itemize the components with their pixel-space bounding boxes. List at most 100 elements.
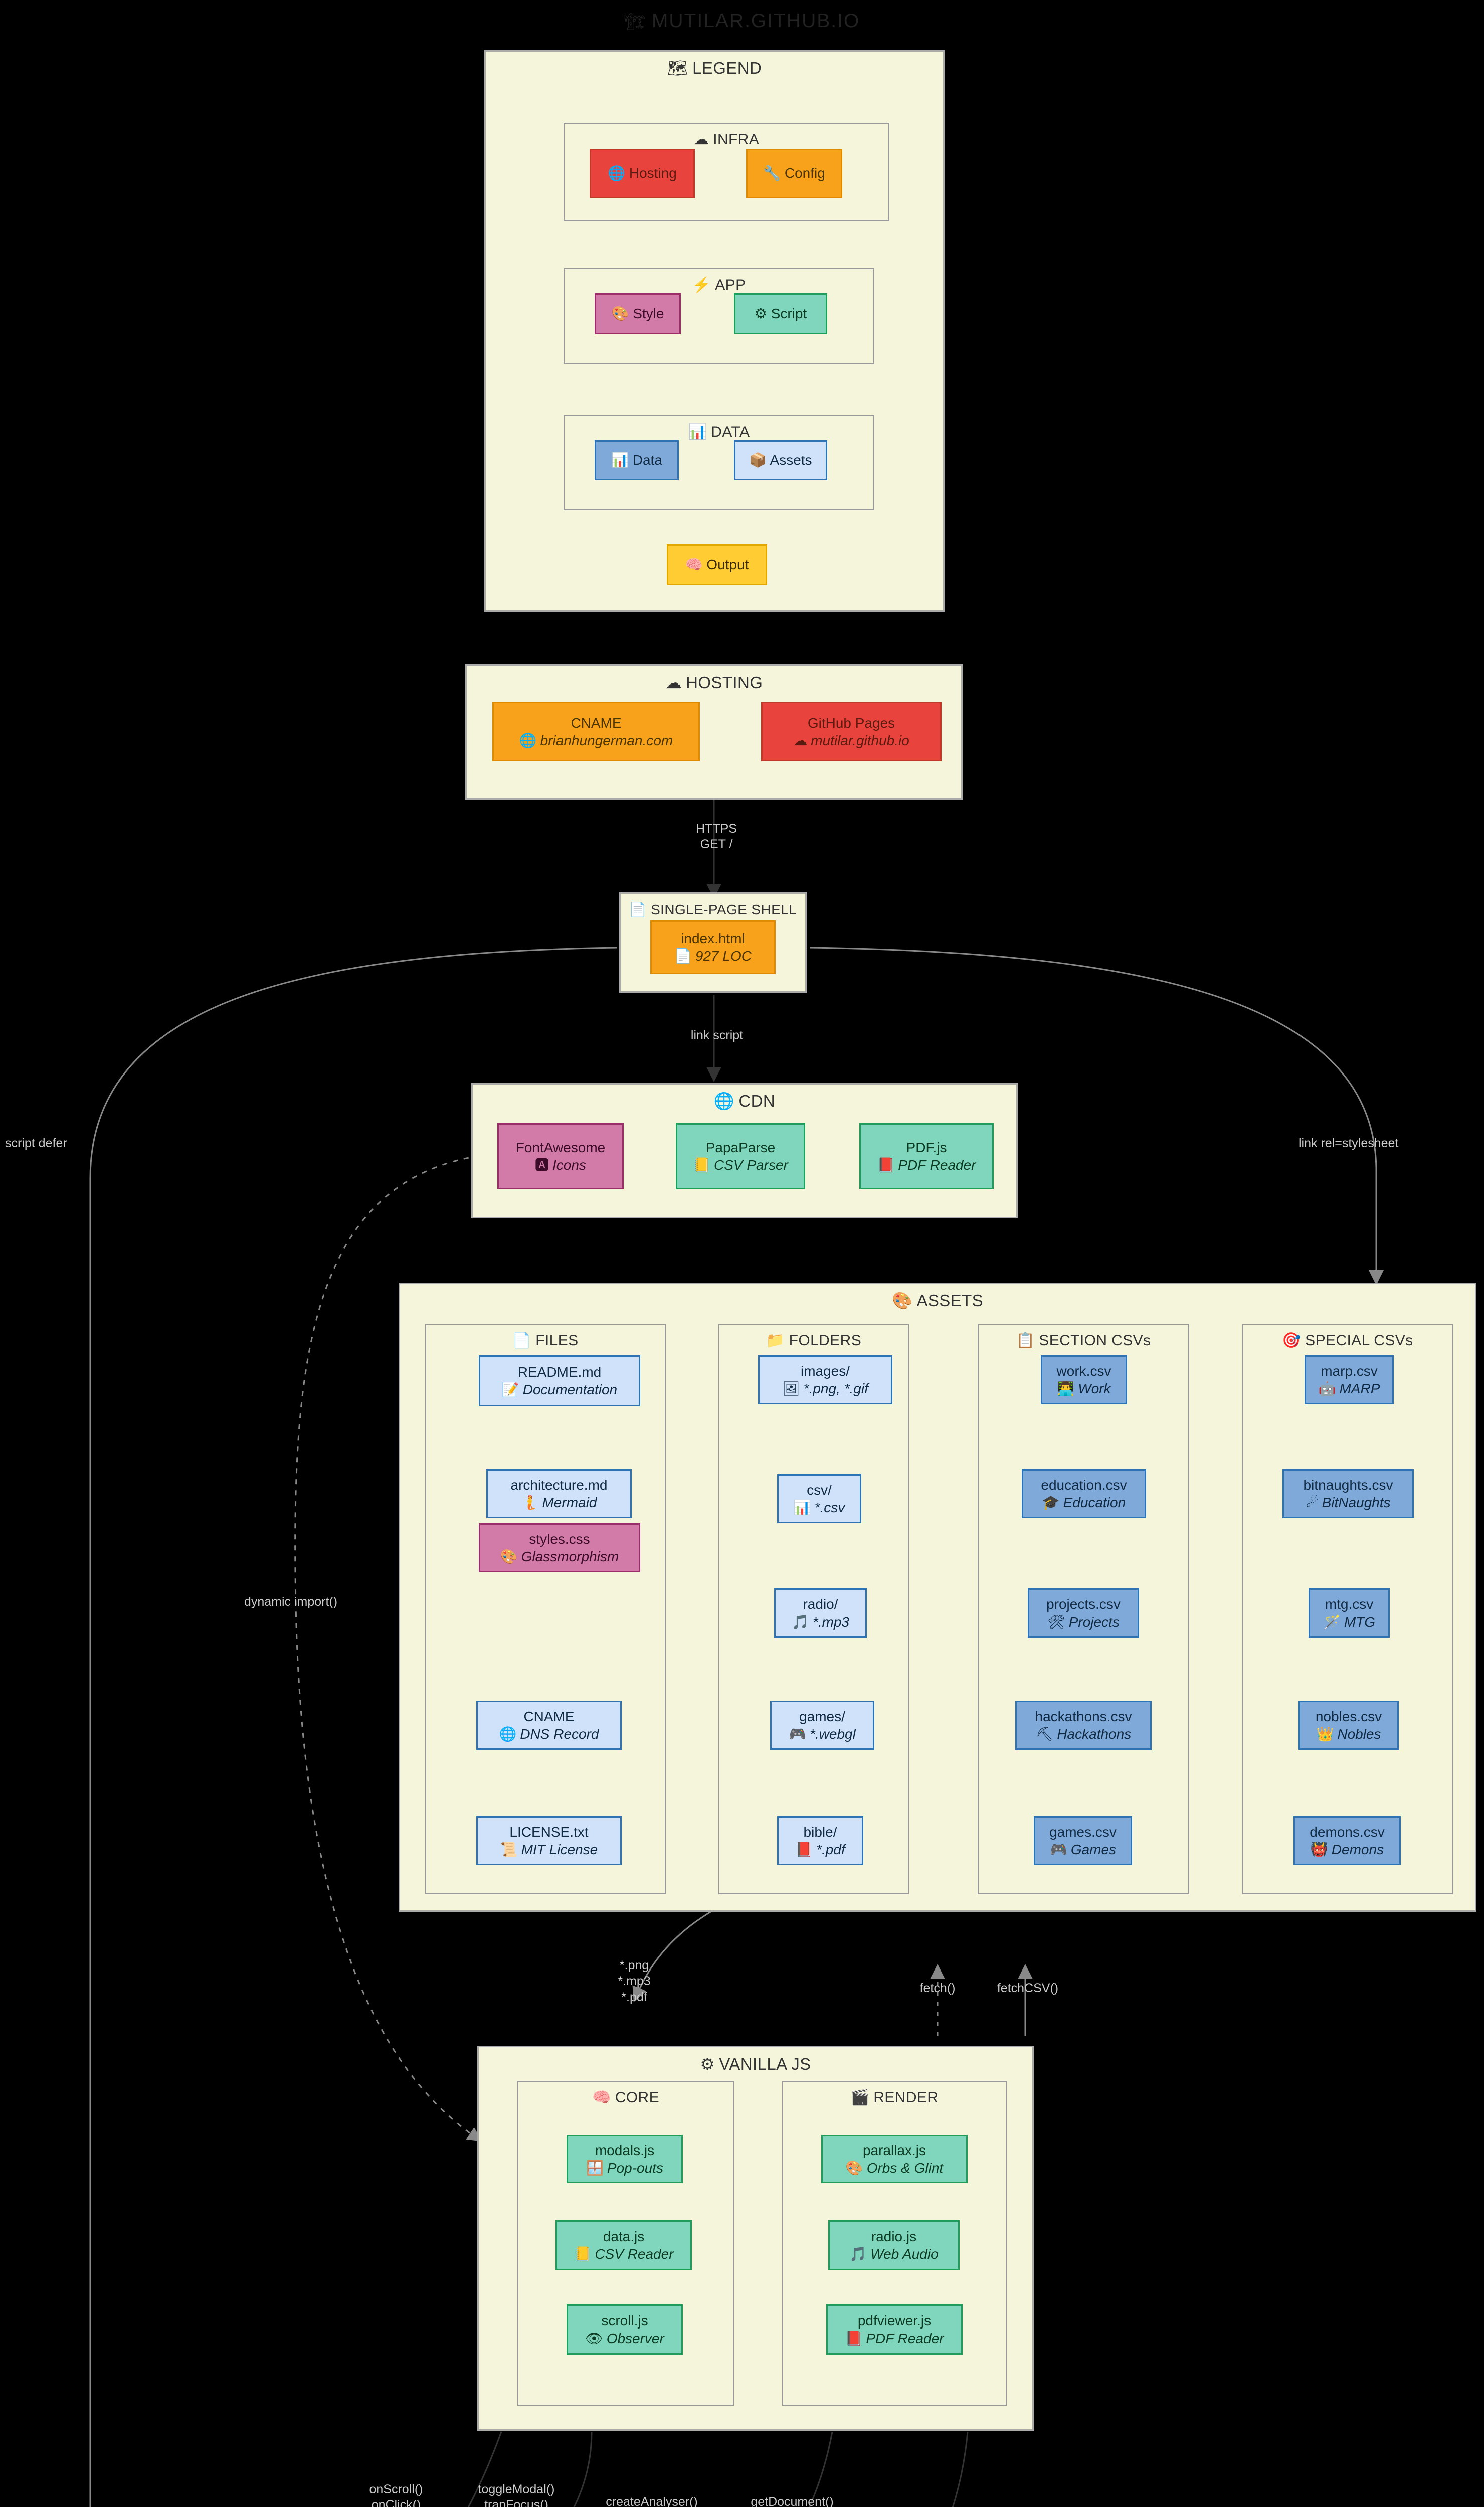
assets-node-demons-csv[interactable]: demons.csv 👹Demons [1293, 1816, 1401, 1865]
package-icon: 📦 [749, 452, 767, 468]
cdn-node-pdfjs[interactable]: PDF.js 📕PDF Reader [859, 1123, 994, 1189]
globe-icon: 🌐 [499, 1726, 517, 1742]
assets-node-license[interactable]: LICENSE.txt 📜MIT License [476, 1816, 622, 1865]
assets-col-folders-title: 📁FOLDERS [766, 1332, 862, 1349]
edge-label-glob-assets: *.png *.mp3 *.pdf [618, 1958, 651, 2004]
assets-node-bible[interactable]: bible/ 📕*.pdf [777, 1816, 863, 1865]
globe-icon: 🌐 [519, 732, 537, 748]
legend-node-script[interactable]: ⚙ Script [734, 293, 827, 334]
gear-icon: ⚙ [754, 306, 767, 322]
hosting-node-cname[interactable]: CNAME 🌐brianhungerman.com [492, 702, 700, 761]
assets-node-nobles-csv[interactable]: nobles.csv 👑Nobles [1298, 1701, 1399, 1750]
edge-label-https-get: HTTPS GET / [696, 822, 737, 852]
vanilla-node-scroll-js[interactable]: scroll.js 👁Observer [567, 2304, 683, 2355]
technologist-icon: 👨‍💻 [1057, 1380, 1075, 1396]
vanilla-js-title: ⚙VANILLA JS [700, 2055, 811, 2073]
book-icon: 📕 [877, 1157, 895, 1173]
mermaid-icon: 🧜 [521, 1494, 539, 1510]
vanilla-node-modals-js[interactable]: modals.js 🪟Pop-outs [567, 2135, 683, 2183]
edge-label-link-script: link script [690, 1028, 744, 1042]
vanilla-col-core-title: 🧠CORE [592, 2089, 660, 2106]
cloud-icon: ☁ [693, 131, 709, 148]
memo-icon: 📝 [501, 1381, 519, 1397]
cloud-icon: ☁ [793, 732, 808, 748]
gear-icon: ⚙ [700, 2055, 715, 2073]
legend-title: 🗺LEGEND [667, 59, 762, 77]
pick-icon: ⛏ [1035, 1726, 1054, 1742]
palette-icon: 🎨 [611, 306, 629, 322]
assets-col-files-title: 📄FILES [512, 1332, 579, 1349]
notebook-icon: 📒 [693, 1157, 711, 1173]
assets-col-section-csvs: 📋SECTION CSVs [978, 1324, 1189, 1894]
shell-title: 📄SINGLE-PAGE SHELL [629, 902, 797, 917]
vanilla-node-parallax-js[interactable]: parallax.js 🎨Orbs & Glint [821, 2135, 968, 2183]
music-icon: 🎵 [849, 2246, 867, 2262]
assets-node-marp-csv[interactable]: marp.csv 🤖MARP [1305, 1355, 1394, 1404]
page-title-text: MUTILAR.GITHUB.IO [651, 10, 860, 32]
game-controller-icon: 🎮 [789, 1726, 807, 1742]
cdn-node-fontawesome[interactable]: FontAwesome 🅰Icons [497, 1123, 624, 1189]
bar-chart-icon: 📊 [688, 424, 707, 440]
assets-node-projects-csv[interactable]: projects.csv 🛠Projects [1028, 1588, 1139, 1638]
eye-icon: 👁 [585, 2330, 603, 2346]
cloud-icon: ☁ [665, 673, 682, 692]
palette-icon: 🎨 [500, 1548, 518, 1564]
page-title: 🏗MUTILAR.GITHUB.IO [0, 10, 1484, 32]
legend-node-style[interactable]: 🎨 Style [595, 293, 681, 334]
notebook-icon: 📒 [574, 2246, 592, 2262]
image-icon: 🖼 [782, 1380, 800, 1396]
vanilla-node-radio-js[interactable]: radio.js 🎵Web Audio [828, 2220, 960, 2270]
assets-node-architecture[interactable]: architecture.md 🧜Mermaid [486, 1469, 632, 1518]
shell-node-index-html[interactable]: index.html 📄927 LOC [650, 920, 776, 974]
window-icon: 🪟 [586, 2160, 604, 2176]
legend-group-data: 📊DATA [564, 415, 874, 510]
assets-node-hackathons-csv[interactable]: hackathons.csv ⛏Hackathons [1015, 1701, 1152, 1750]
vanilla-node-pdfviewer-js[interactable]: pdfviewer.js 📕PDF Reader [826, 2304, 963, 2355]
legend-node-data[interactable]: 📊 Data [595, 440, 679, 480]
legend-node-output[interactable]: 🧠 Output [667, 544, 767, 585]
book-icon: 📕 [795, 1841, 813, 1857]
font-awesome-icon: 🅰 [535, 1157, 549, 1173]
edge-label-on-scroll-click: onScroll() onClick() [369, 2482, 423, 2507]
assets-node-games-folder[interactable]: games/ 🎮*.webgl [770, 1701, 874, 1750]
assets-node-readme[interactable]: README.md 📝Documentation [479, 1355, 640, 1406]
crown-icon: 👑 [1316, 1726, 1334, 1742]
assets-node-styles-css[interactable]: styles.css 🎨Glassmorphism [479, 1523, 640, 1572]
hosting-title: ☁HOSTING [665, 673, 763, 692]
cdn-node-papaparse[interactable]: PapaParse 📒CSV Parser [676, 1123, 805, 1189]
demon-icon: 👹 [1310, 1841, 1328, 1857]
vanilla-col-render: 🎬RENDER [782, 2081, 1007, 2406]
tools-icon: 🛠 [1047, 1614, 1065, 1630]
assets-node-games-csv[interactable]: games.csv 🎮Games [1034, 1816, 1132, 1865]
assets-node-csv[interactable]: csv/ 📊*.csv [777, 1474, 861, 1523]
vanilla-node-data-js[interactable]: data.js 📒CSV Reader [555, 2220, 692, 2270]
assets-node-radio[interactable]: radio/ 🎵*.mp3 [774, 1588, 867, 1638]
palette-icon: 🎨 [891, 1291, 913, 1310]
magic-wand-icon: 🪄 [1323, 1614, 1341, 1630]
book-icon: 📕 [845, 2330, 863, 2346]
legend-node-config[interactable]: 🔧 Config [746, 149, 842, 198]
assets-node-mtg-csv[interactable]: mtg.csv 🪄MTG [1309, 1588, 1390, 1638]
legend-node-assets[interactable]: 📦 Assets [734, 440, 827, 480]
legend-group-infra: ☁INFRA [564, 123, 889, 221]
palette-icon: 🎨 [845, 2160, 863, 2176]
assets-node-work-csv[interactable]: work.csv 👨‍💻Work [1041, 1355, 1127, 1404]
bar-chart-icon: 📊 [793, 1499, 811, 1515]
scroll-icon: 📜 [500, 1841, 518, 1857]
assets-col-special-csvs: 🎯SPECIAL CSVs [1242, 1324, 1453, 1894]
document-icon: 📄 [629, 902, 647, 917]
edge-label-toggle-trap: toggleModal() trapFocus() [478, 2482, 555, 2507]
legend-group-app: ⚡APP [564, 268, 874, 364]
assets-node-cname-file[interactable]: CNAME 🌐DNS Record [476, 1701, 622, 1750]
edge-label-link-stylesheet: link rel=stylesheet [1298, 1136, 1399, 1150]
assets-node-education-csv[interactable]: education.csv 🎓Education [1022, 1469, 1146, 1518]
graduation-cap-icon: 🎓 [1042, 1494, 1060, 1510]
hosting-node-github-pages[interactable]: GitHub Pages ☁mutilar.github.io [761, 702, 942, 761]
legend-node-hosting[interactable]: 🌐 Hosting [590, 149, 695, 198]
assets-node-images[interactable]: images/ 🖼*.png, *.gif [758, 1355, 892, 1404]
edge-label-fetch-csv: fetchCSV() [997, 1981, 1059, 1995]
wrench-icon: 🔧 [763, 165, 781, 182]
assets-col-folders: 📁FOLDERS [718, 1324, 909, 1894]
assets-node-bitnaughts-csv[interactable]: bitnaughts.csv ☄BitNaughts [1282, 1469, 1414, 1518]
edge-label-dynamic-import: dynamic import() [244, 1595, 338, 1609]
